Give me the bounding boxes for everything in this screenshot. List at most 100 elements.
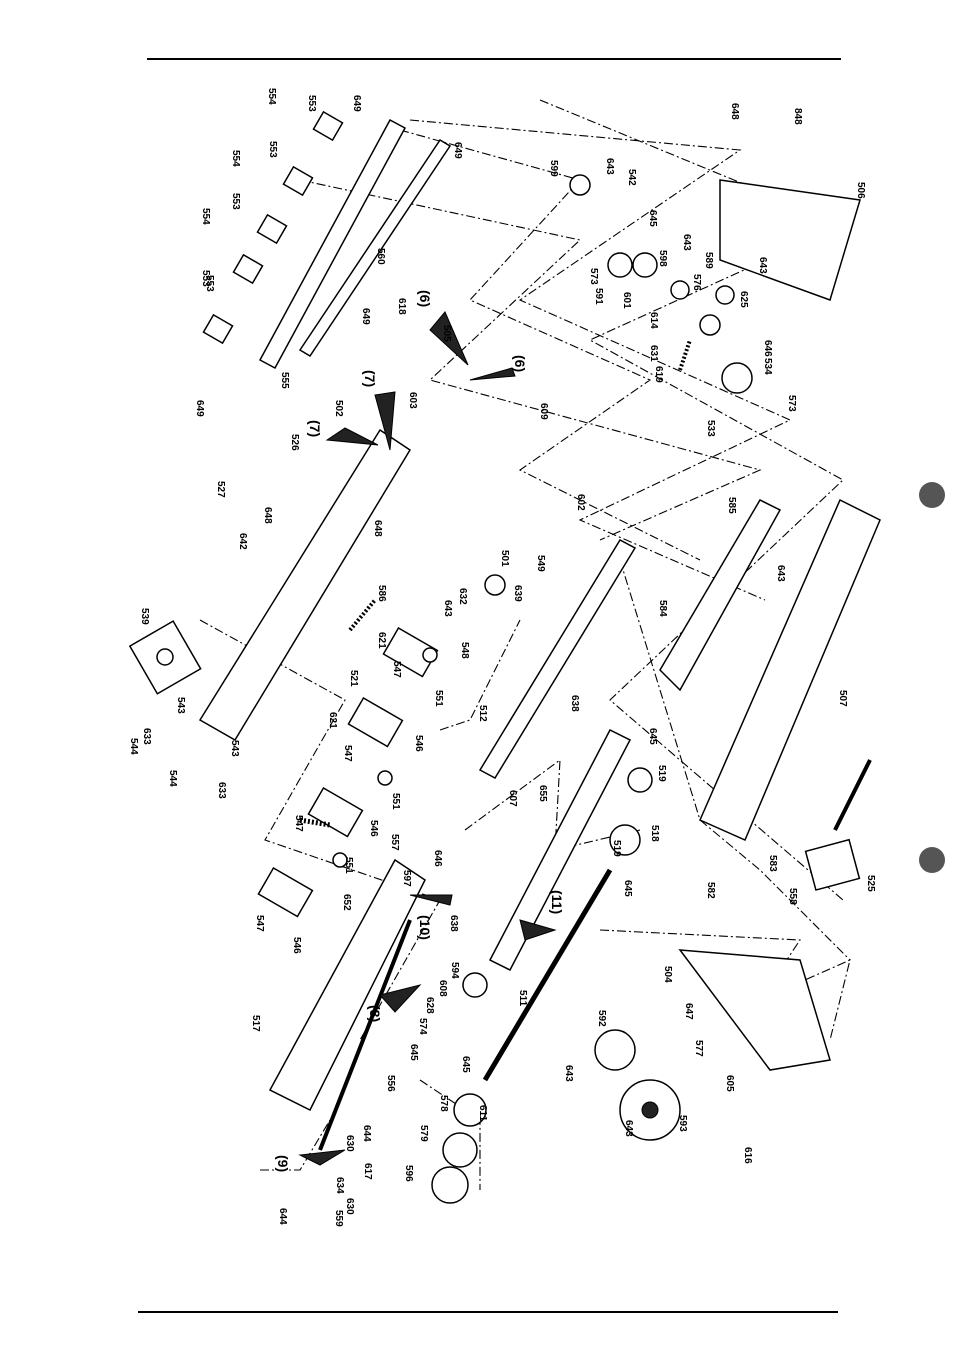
label-519: 519 [656,765,667,782]
label-617: 617 [362,1163,373,1180]
label-634: 634 [334,1177,345,1194]
label-585: 585 [726,497,737,514]
label-577: 577 [693,1040,704,1057]
label-549: 549 [535,555,546,572]
label-546: 546 [291,937,302,954]
label-554: 554 [200,208,211,225]
callout-8: (8) [367,1005,383,1022]
label-643: 643 [563,1065,574,1082]
label-643: 643 [775,565,786,582]
label-555: 555 [279,372,290,389]
bottom-rule [138,1311,838,1313]
label-632: 632 [457,588,468,605]
label-592: 592 [596,1010,607,1027]
callout-9: (9) [275,1155,291,1172]
label-547: 547 [293,815,304,832]
label-506: 506 [855,182,866,199]
label-645: 645 [622,880,633,897]
label-539: 539 [139,608,150,625]
label-608: 608 [437,980,448,997]
label-518: 518 [649,825,660,842]
label-619: 619 [653,366,664,383]
plate-584 [659,499,782,692]
label-560: 560 [375,248,386,265]
frame-502 [198,428,412,742]
label-630: 630 [344,1135,355,1152]
label-621: 621 [376,632,387,649]
callout-10: (10) [417,915,433,940]
roller-655 [488,728,632,972]
label-559: 559 [333,1210,344,1227]
label-546: 546 [368,820,379,837]
label-643: 643 [442,600,453,617]
label-643: 643 [604,158,615,175]
label-553: 553 [204,275,215,292]
label-578: 578 [438,1095,449,1112]
callout-6: (6) [417,290,433,307]
label-511: 511 [517,990,528,1007]
label-507: 507 [837,690,848,707]
label-554: 554 [230,150,241,167]
label-630: 630 [344,1198,355,1215]
label-512: 512 [477,705,488,722]
label-848: 848 [792,108,803,125]
label-601: 601 [621,292,632,309]
label-525: 525 [865,875,876,892]
label-597: 597 [401,870,412,887]
part-number-labels: 553 554 649 553 554 649 553 554 553 553 … [128,88,876,1227]
label-543: 543 [229,740,240,757]
label-646: 646 [432,850,443,867]
label-618: 618 [396,298,407,315]
callout-arrows [298,311,557,1166]
label-645: 645 [647,728,658,745]
label-553: 553 [200,270,211,287]
label-553: 553 [267,141,278,158]
label-586: 586 [376,585,387,602]
label-526: 526 [289,434,300,451]
label-542: 542 [626,169,637,186]
label-579: 579 [418,1125,429,1142]
label-609: 609 [538,403,549,420]
label-533: 533 [705,420,716,437]
label-647: 647 [683,1003,694,1020]
label-628: 628 [424,997,435,1014]
label-633: 633 [216,782,227,799]
label-643: 643 [757,257,768,274]
label-504: 504 [662,966,673,983]
label-502: 502 [333,400,344,417]
label-649: 649 [351,95,362,112]
label-527: 527 [215,481,226,498]
label-596: 596 [403,1165,414,1182]
label-642: 642 [237,533,248,550]
label-594: 594 [449,962,460,979]
callout-6: (6) [512,355,528,372]
label-556: 556 [385,1075,396,1092]
label-646: 646 [762,340,773,357]
label-544: 544 [167,770,178,787]
label-534: 534 [762,358,773,375]
label-644: 644 [361,1125,372,1142]
label-655: 655 [537,785,548,802]
label-631: 631 [648,345,659,362]
label-517: 517 [250,1015,261,1032]
plate-506 [719,179,861,301]
guide-512 [478,539,637,779]
label-602: 602 [575,494,586,511]
rail-560 [298,138,452,358]
part-shapes [128,110,881,1204]
label-607: 607 [507,790,518,807]
label-649: 649 [452,142,463,159]
top-rule [147,58,841,60]
label-614: 614 [648,312,659,329]
label-599: 599 [548,160,559,177]
label-547: 547 [391,661,402,678]
label-643: 643 [681,234,692,251]
label-573: 573 [588,268,599,285]
label-547: 547 [342,745,353,762]
label-548: 548 [459,642,470,659]
label-576: 576 [691,274,702,291]
callout-11: (11) [549,890,565,914]
label-583: 583 [767,855,778,872]
label-505: 505 [441,325,452,342]
